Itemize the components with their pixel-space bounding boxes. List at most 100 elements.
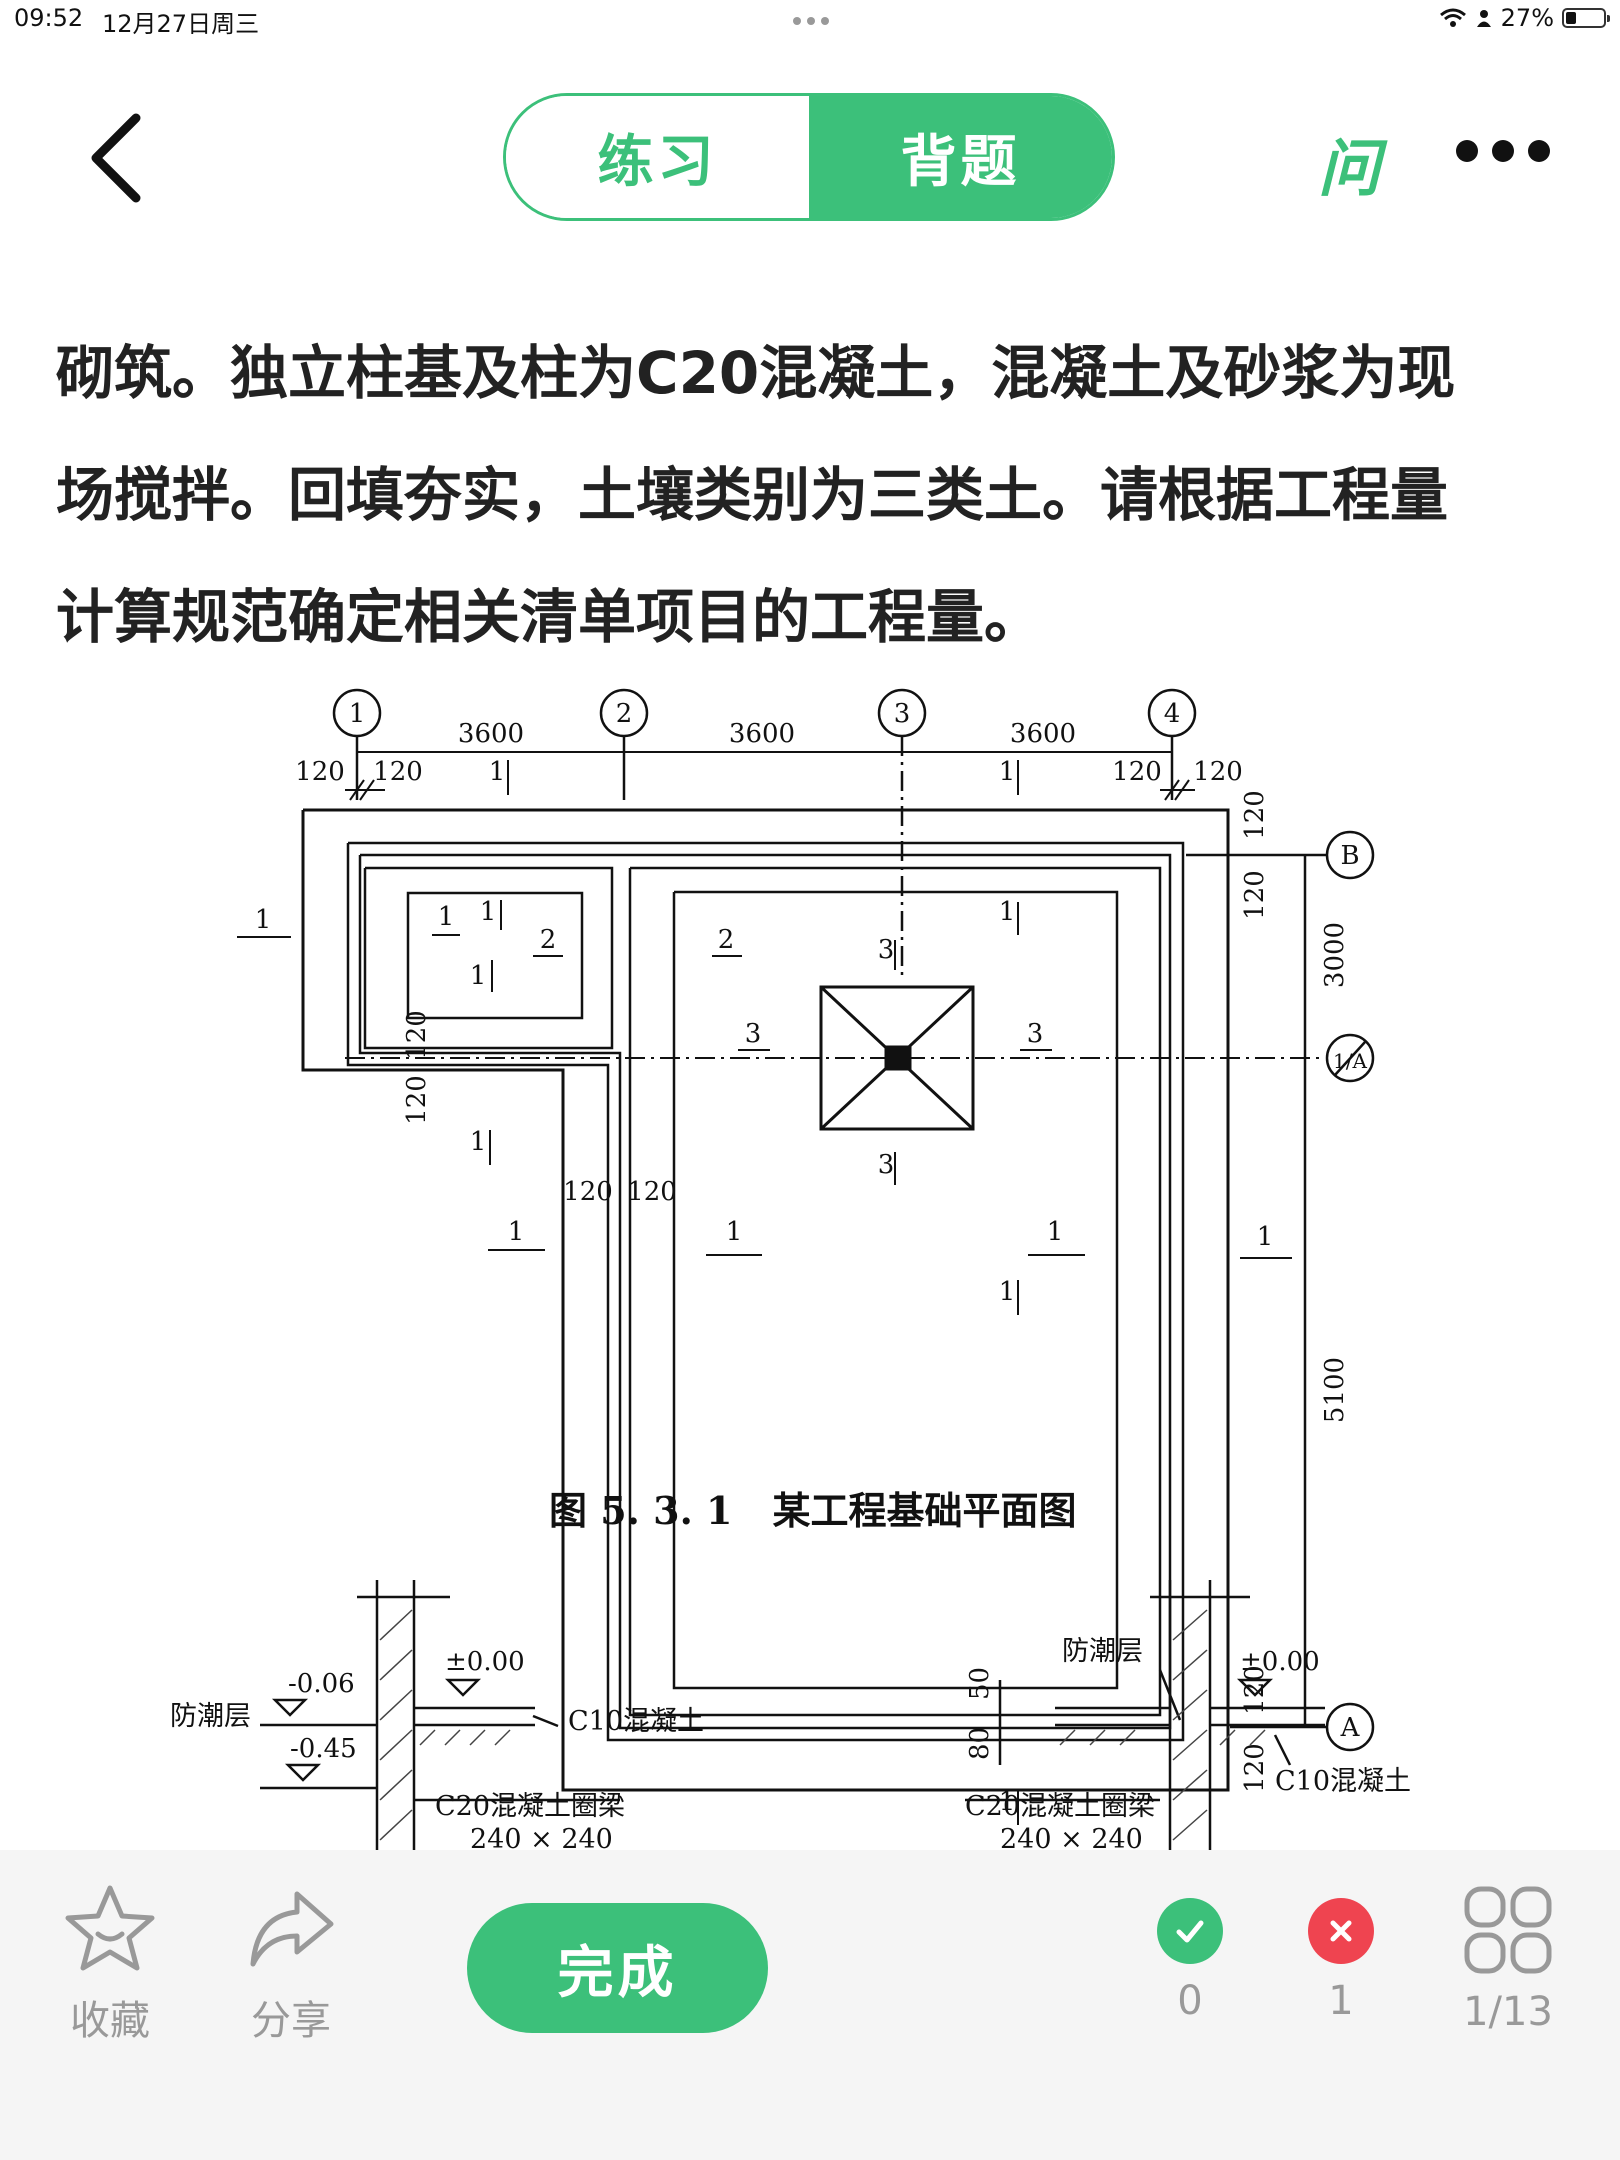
axis-label-top: 4 [1164, 699, 1181, 729]
section-label: 1 [999, 897, 1016, 927]
wall-dim-label: 120 [402, 1075, 432, 1125]
favorite-button[interactable]: 收藏 [62, 1882, 158, 2046]
foundation-plan-figure: 1 2 3 4 3600 3600 3600 120 120 120 120 [0, 680, 1620, 1850]
span-label-top: 3600 [458, 719, 524, 749]
axis-label-right: A [1340, 1713, 1361, 1743]
section-label: 1 [999, 757, 1016, 787]
axis-label-right: B [1340, 841, 1359, 871]
tab-recite[interactable]: 背题 [809, 96, 1112, 218]
detail-label: C20混凝土圈梁 [965, 1791, 1155, 1822]
done-button[interactable]: 完成 [467, 1903, 768, 2033]
status-right: 27% [1439, 4, 1610, 32]
detail-label: C10混凝土 [1275, 1766, 1411, 1797]
status-bar: 09:52 12月27日周三 27% [0, 0, 1620, 40]
span-label-top: 3600 [729, 719, 795, 749]
detail-label: 防潮层 [170, 1701, 251, 1732]
detail-level: -0.06 [288, 1669, 355, 1699]
check-icon [1157, 1898, 1223, 1964]
section-label: 1 [999, 1277, 1016, 1307]
question-line: 砌筑。独立柱基及柱为C20混凝土，混凝土及砂浆为现 [56, 339, 1456, 407]
grid-icon [1464, 1886, 1552, 1974]
wall-dim-label: 120 [402, 1010, 432, 1060]
span-label-right: 5100 [1320, 1357, 1350, 1423]
detail-section-left [260, 1580, 620, 1850]
section-label: 1 [726, 1217, 743, 1247]
question-text: 砌筑。独立柱基及柱为C20混凝土，混凝土及砂浆为现 场搅拌。回填夯实，土壤类别为… [56, 312, 1586, 678]
share-label: 分享 [251, 1998, 331, 2044]
detail-zero-level: ±0.00 [445, 1647, 525, 1677]
tab-practice[interactable]: 练习 [506, 96, 809, 218]
detail-section-right [965, 1580, 1325, 1850]
wall-dim-label: 120 [563, 1177, 613, 1207]
header: 练习 背题 问 [0, 80, 1620, 230]
question-line: 场搅拌。回填夯实，土壤类别为三类土。请根据工程量 [56, 461, 1449, 529]
section-label: 3 [745, 1019, 762, 1049]
section-label: 1 [480, 897, 497, 927]
detail-level: -0.45 [290, 1734, 357, 1764]
section-label: 2 [540, 925, 557, 955]
star-icon [65, 1885, 155, 1971]
status-date: 12月27日周三 [102, 10, 260, 38]
detail-dim: 80 [965, 1727, 995, 1760]
wall-dim-label: 120 [1240, 790, 1270, 840]
foundation-plan-drawing: 1 2 3 4 3600 3600 3600 120 120 120 120 [170, 688, 1411, 1850]
section-label: 1 [438, 902, 455, 932]
favorite-label: 收藏 [70, 1998, 150, 2044]
battery-percent: 27% [1500, 4, 1554, 32]
detail-label: 防潮层 [1062, 1636, 1143, 1667]
wall-dim-label: 120 [373, 757, 423, 787]
correct-count: 0 [1177, 1978, 1203, 2024]
wall-dim-label: 120 [1240, 1665, 1270, 1715]
wrong-counter[interactable]: 1 [1308, 1898, 1374, 2024]
wall-dim-label: 120 [295, 757, 345, 787]
detail-label: C10混凝土 [568, 1706, 704, 1737]
section-label: 1 [470, 961, 487, 991]
section-label: 1 [1257, 1222, 1274, 1252]
ask-question-button[interactable]: 问 [1318, 132, 1381, 205]
question-line: 计算规范确定相关清单项目的工程量。 [56, 583, 1043, 651]
battery-icon [1562, 8, 1610, 28]
more-options-icon[interactable] [1456, 140, 1550, 162]
wall-dim-label: 120 [1240, 1743, 1270, 1793]
section-label: 1 [1047, 1217, 1064, 1247]
axis-label-top: 1 [349, 699, 366, 729]
caption-number: 图 5. 3. 1 [549, 1488, 733, 1533]
progress-label: 1/13 [1463, 1989, 1553, 2035]
share-arrow-icon [250, 1891, 334, 1967]
bottom-action-bar: 收藏 分享 完成 0 1 1/13 [0, 1850, 1620, 2160]
wrong-count: 1 [1328, 1978, 1354, 2024]
wall-dim-label: 120 [627, 1177, 677, 1207]
footing-outline [301, 808, 1230, 1792]
section-label: 3 [878, 1150, 895, 1180]
wall-dim-label: 120 [1240, 870, 1270, 920]
correct-counter[interactable]: 0 [1157, 1898, 1223, 2024]
axis-label-top: 2 [616, 699, 633, 729]
share-button[interactable]: 分享 [245, 1882, 337, 2046]
span-label-top: 3600 [1010, 719, 1076, 749]
detail-zero-level: ±0.00 [1240, 1647, 1320, 1677]
wall-dim-label: 120 [1112, 757, 1162, 787]
span-label-right: 3000 [1320, 922, 1350, 988]
cross-icon [1308, 1898, 1374, 1964]
detail-label: 240 × 240 [1000, 1824, 1143, 1850]
detail-label: C20混凝土圈梁 [435, 1791, 625, 1822]
back-chevron-icon[interactable] [80, 108, 160, 208]
wifi-icon [1439, 8, 1466, 27]
wall-dim-label: 120 [1193, 757, 1243, 787]
section-label: 1 [508, 1217, 525, 1247]
section-label: 3 [878, 935, 895, 965]
status-time: 09:52 [14, 4, 84, 32]
section-label: 1 [489, 757, 506, 787]
section-label: 1 [255, 905, 272, 935]
person-icon [1476, 10, 1491, 27]
axis-label-top: 3 [894, 699, 911, 729]
multitask-dots-icon[interactable] [790, 10, 832, 29]
section-label: 2 [718, 925, 735, 955]
mode-segmented-control: 练习 背题 [503, 93, 1115, 221]
detail-label: 240 × 240 [470, 1824, 613, 1850]
section-label: 1 [999, 1787, 1016, 1817]
question-index-button[interactable]: 1/13 [1458, 1885, 1558, 2035]
detail-dim: 50 [965, 1667, 995, 1700]
section-label: 1 [470, 1127, 487, 1157]
